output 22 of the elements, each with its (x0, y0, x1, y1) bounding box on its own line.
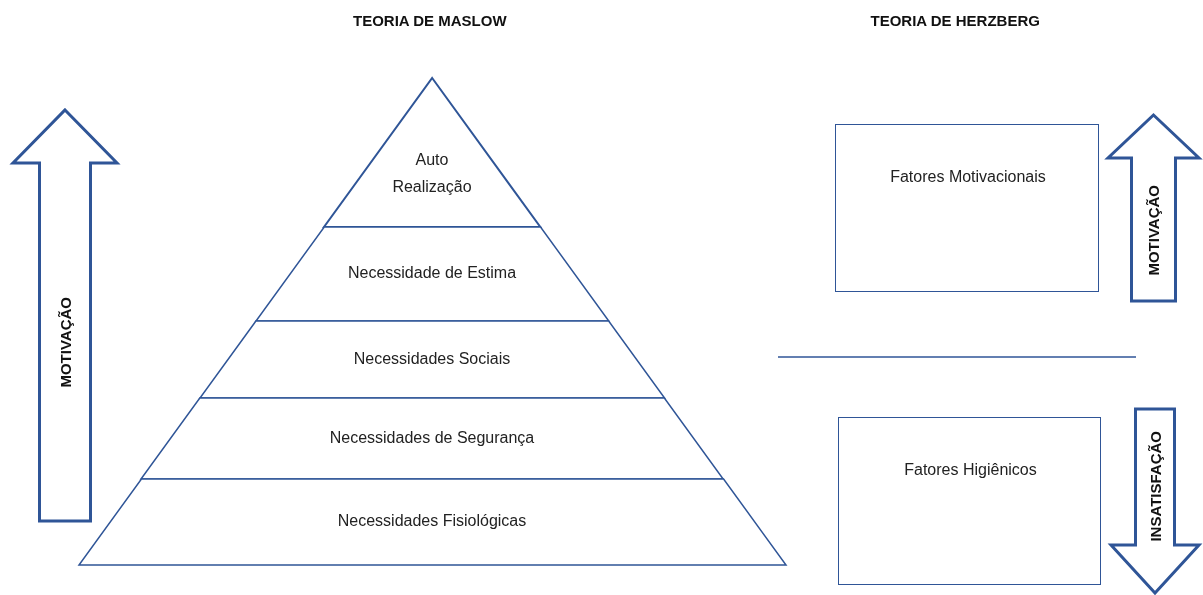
level-label: Auto Realização (391, 150, 473, 197)
level-label: Necessidades Sociais (352, 349, 512, 368)
block-arrow (1110, 408, 1200, 595)
level-label: Necessidades de Segurança (328, 428, 536, 447)
pyramid-level (78, 479, 786, 565)
arrow-label: MOTIVAÇÃO (56, 297, 74, 388)
block-arrow (1107, 113, 1200, 302)
factor-label: Fatores Higiênicos (903, 460, 1038, 480)
level-label: Necessidade de Estima (346, 264, 518, 282)
arrow-label: MOTIVAÇÃO (1145, 184, 1162, 276)
pyramid-level (323, 78, 541, 227)
factor-box (835, 124, 1099, 292)
pyramid-level (199, 321, 665, 398)
pyramid-level (255, 227, 609, 321)
heading: TEORIA DE HERZBERG (870, 12, 1040, 29)
pyramid-level (140, 398, 724, 479)
factor-box (838, 417, 1101, 585)
block-arrow (12, 108, 118, 522)
heading: TEORIA DE MASLOW (353, 12, 507, 29)
level-label: Necessidades Fisiológicas (336, 512, 528, 530)
arrow-label: INSATISFAÇÃO (1146, 431, 1164, 542)
factor-label: Fatores Motivacionais (889, 167, 1047, 187)
